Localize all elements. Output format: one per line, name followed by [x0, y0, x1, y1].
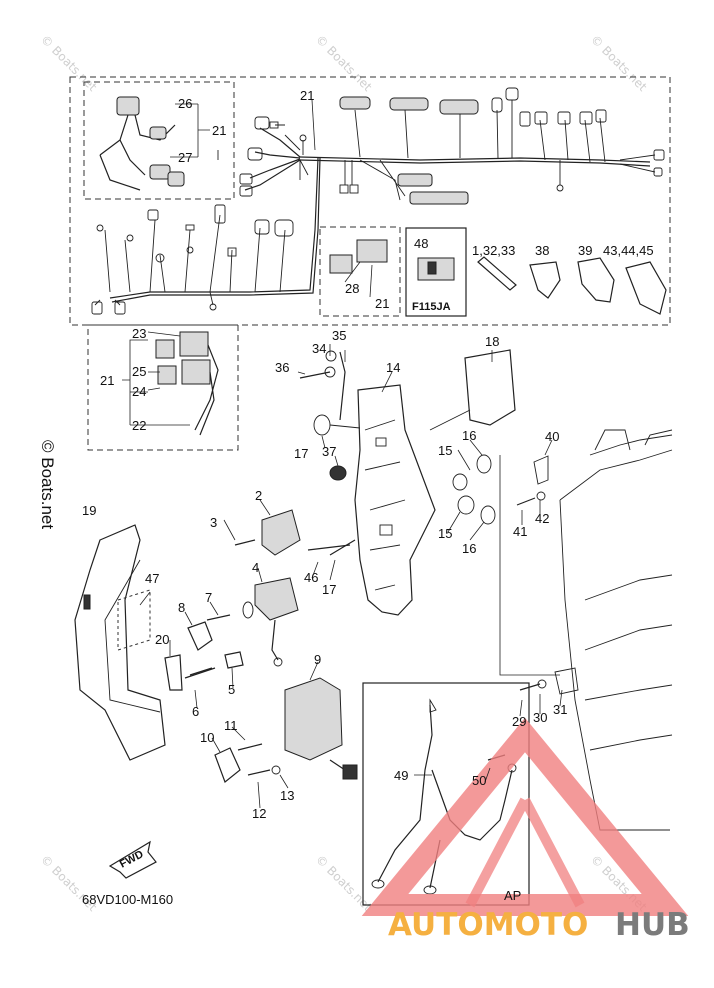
bracket-14	[354, 384, 436, 616]
components-5-8-20	[164, 614, 244, 691]
clips	[477, 256, 667, 315]
label-16-b: 16	[462, 541, 476, 556]
label-40: 40	[545, 429, 559, 444]
label-31: 31	[553, 702, 567, 717]
label-ap: AP	[504, 888, 521, 903]
label-26: 26	[178, 96, 192, 111]
label-43-44-45: 43,44,45	[603, 243, 654, 258]
label-21-b: 21	[300, 88, 314, 103]
label-29: 29	[512, 714, 526, 729]
inset-box-ap-cable	[362, 682, 530, 906]
label-9: 9	[314, 652, 321, 667]
label-16-a: 16	[462, 428, 476, 443]
inset-48-parts	[417, 257, 455, 281]
inset-22-25-parts	[147, 331, 219, 436]
label-1-32-33: 1,32,33	[472, 243, 515, 258]
label-23: 23	[132, 326, 146, 341]
label-38: 38	[535, 243, 549, 258]
label-21-a: 21	[212, 123, 226, 138]
label-14: 14	[386, 360, 400, 375]
label-24: 24	[132, 384, 146, 399]
component-18	[429, 349, 516, 431]
leader-lines	[122, 99, 563, 809]
inset-box-26-27	[83, 81, 235, 200]
label-30: 30	[533, 710, 547, 725]
label-41: 41	[513, 524, 527, 539]
label-46: 46	[304, 570, 318, 585]
inset-box-48	[405, 227, 467, 317]
label-47: 47	[145, 571, 159, 586]
label-5: 5	[228, 682, 235, 697]
label-4: 4	[252, 560, 259, 575]
label-21-d: 21	[100, 373, 114, 388]
label-11: 11	[224, 718, 238, 733]
label-17-b: 17	[322, 582, 336, 597]
fwd-arrow-label: FWD	[118, 848, 146, 870]
label-12: 12	[252, 806, 266, 821]
label-3: 3	[210, 515, 217, 530]
label-50: 50	[472, 773, 486, 788]
inset-26-27-parts	[99, 96, 185, 191]
label-7: 7	[205, 590, 212, 605]
watermark-top-left: © Boats.net	[38, 32, 100, 94]
label-37: 37	[322, 444, 336, 459]
label-35: 35	[332, 328, 346, 343]
components-10-13	[214, 743, 281, 783]
label-18: 18	[485, 334, 499, 349]
label-f115ja: F115JA	[412, 301, 451, 313]
label-21-c: 21	[375, 296, 389, 311]
label-48: 48	[414, 236, 428, 251]
label-19: 19	[82, 503, 96, 518]
relay-2	[261, 509, 301, 556]
side-copyright: © Boats.net	[38, 440, 57, 529]
small-parts	[234, 350, 579, 695]
label-25: 25	[132, 364, 146, 379]
component-4	[242, 577, 299, 667]
label-36: 36	[275, 360, 289, 375]
rectifier-9	[284, 677, 358, 780]
watermark-top-right: © Boats.net	[588, 32, 650, 94]
diagram-code: 68VD100-M160	[82, 892, 173, 907]
label-15-a: 15	[438, 443, 452, 458]
inset-box-28	[319, 226, 401, 317]
inset-box-22-25	[87, 324, 239, 451]
label-17-a: 17	[294, 446, 308, 461]
leader-harness-engine	[499, 455, 560, 676]
label-22: 22	[132, 418, 146, 433]
label-20: 20	[155, 632, 169, 647]
fwd-arrow: FWD	[108, 840, 157, 879]
logo-text-automoto: AUTOMOTO	[388, 907, 588, 943]
logo-inner-mark	[465, 797, 585, 908]
inset-28-parts	[329, 239, 388, 298]
label-49: 49	[394, 768, 408, 783]
label-42: 42	[535, 511, 549, 526]
callout-labels: 26 27 21 21 28 21 48 F115JA 1,32,33 38 3…	[82, 88, 654, 907]
label-8: 8	[178, 600, 185, 615]
cover-19	[74, 524, 166, 761]
label-15-b: 15	[438, 526, 452, 541]
label-2: 2	[255, 488, 262, 503]
watermark-top-center: © Boats.net	[313, 32, 375, 94]
label-10: 10	[200, 730, 214, 745]
logo-text-hub: HUB	[615, 907, 690, 943]
label-28: 28	[345, 281, 359, 296]
label-39: 39	[578, 243, 592, 258]
ap-cable-49	[371, 698, 517, 895]
automotohub-logo	[361, 717, 689, 916]
wire-harness	[91, 87, 665, 315]
label-13: 13	[280, 788, 294, 803]
label-27: 27	[178, 150, 192, 165]
label-34: 34	[312, 341, 326, 356]
label-6: 6	[192, 704, 199, 719]
harness-group-box	[69, 76, 671, 326]
engine-block	[559, 429, 673, 831]
logo-triangle-icon	[361, 717, 689, 916]
